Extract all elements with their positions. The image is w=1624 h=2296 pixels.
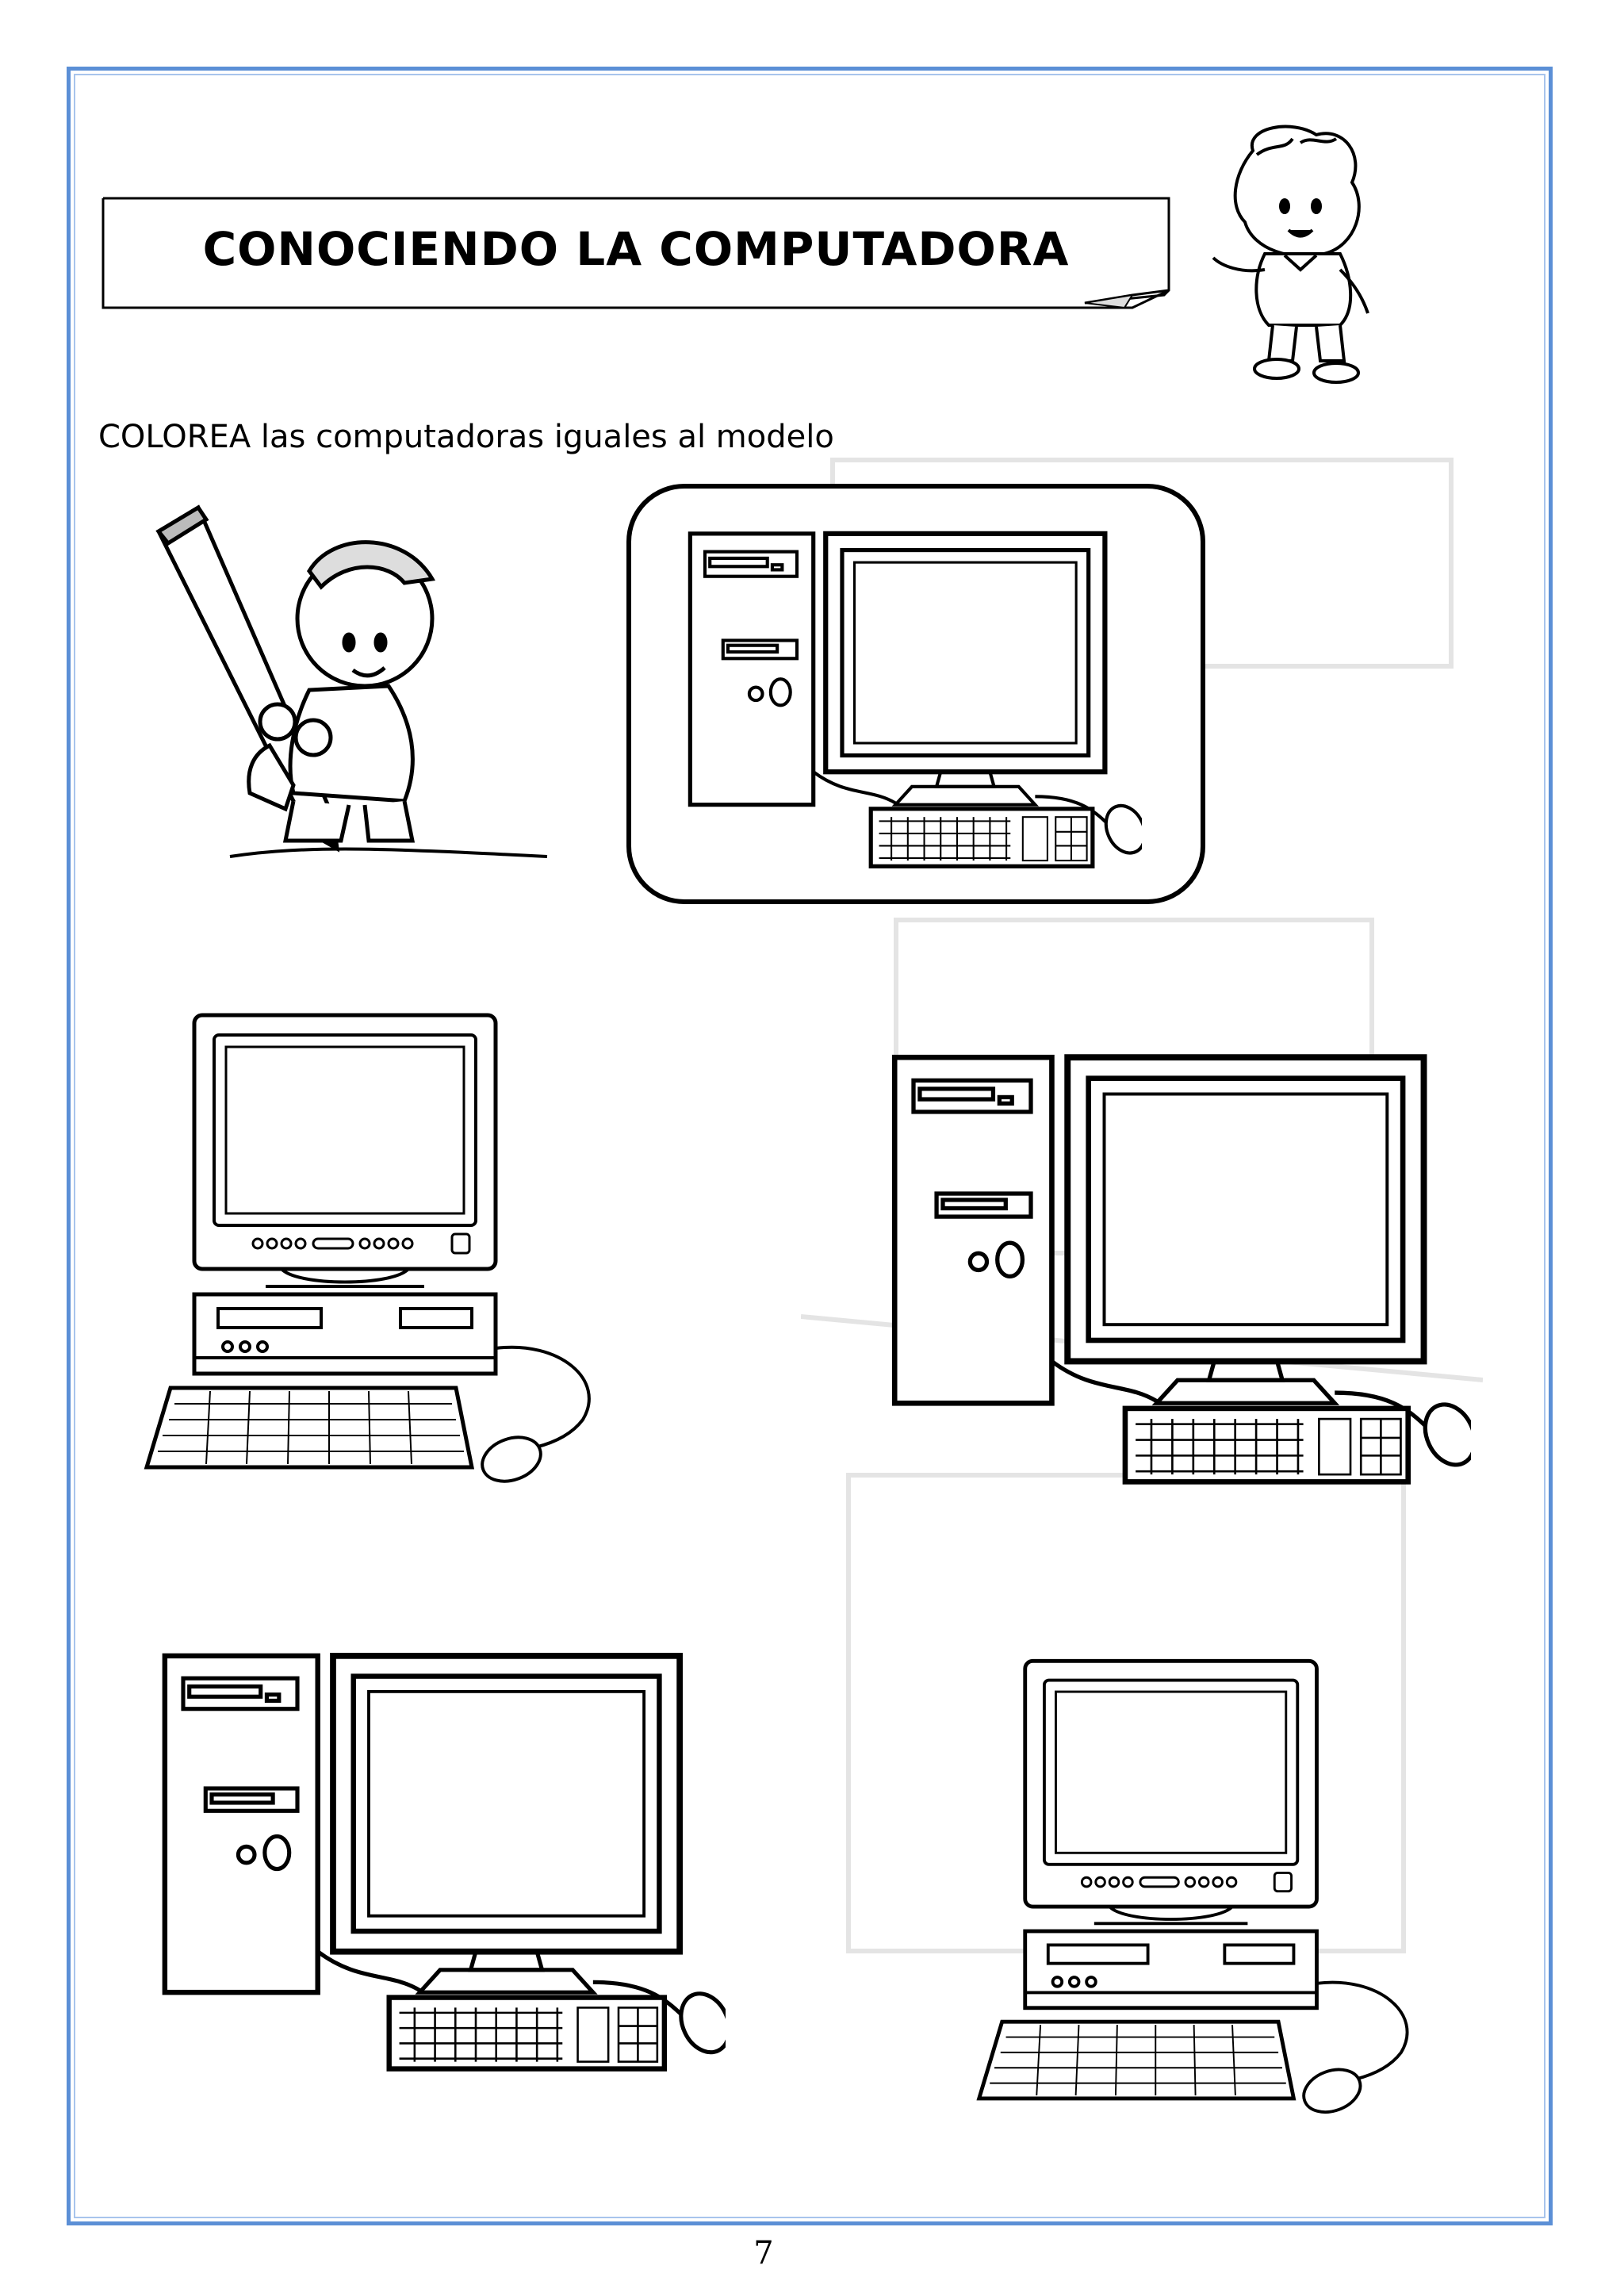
- option-computer-3[interactable]: [155, 1646, 726, 2090]
- desktop-computer-icon: [979, 1661, 1408, 2119]
- desktop-computer-icon: [147, 1015, 589, 1489]
- cartoon-boy-icon: [1212, 125, 1369, 384]
- kid-with-pencil-icon: [155, 504, 548, 858]
- option-computer-4[interactable]: [971, 1646, 1479, 2153]
- instruction-text: COLOREA las computadoras iguales al mode…: [98, 419, 834, 455]
- title-box: CONOCIENDO LA COMPUTADORA: [102, 197, 1170, 311]
- page-border: [67, 67, 1553, 2225]
- tower-computer-icon: [894, 1057, 1484, 1481]
- tower-computer-icon: [165, 1656, 738, 2069]
- option-computer-2[interactable]: [884, 1047, 1471, 1491]
- page-title: CONOCIENDO LA COMPUTADORA: [202, 222, 1070, 276]
- option-computer-1[interactable]: [139, 1007, 646, 1515]
- page-number: 7: [753, 2235, 774, 2271]
- model-computer-frame: [626, 484, 1205, 904]
